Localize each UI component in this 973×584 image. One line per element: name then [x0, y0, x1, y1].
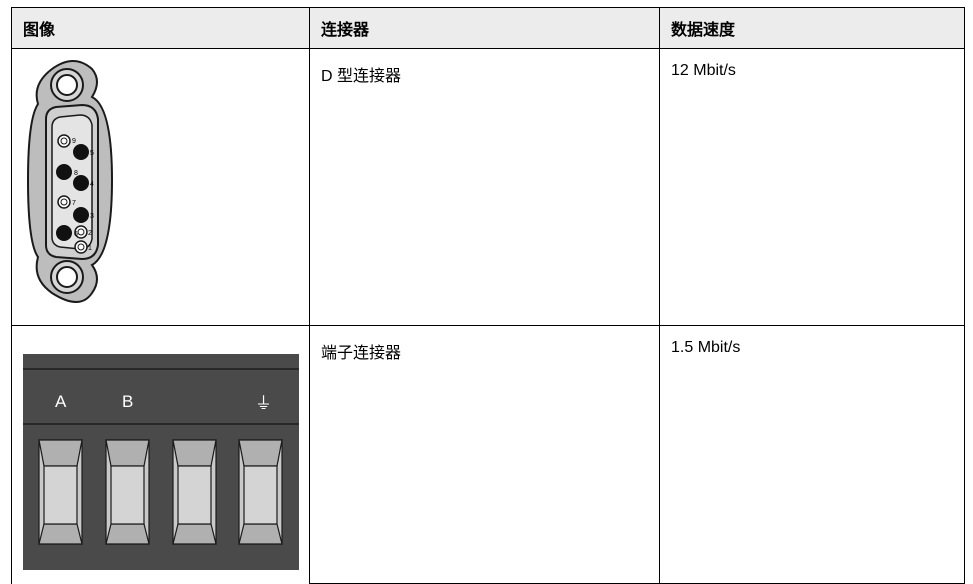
speed-cell: 12 Mbit/s — [659, 48, 965, 326]
pin-label-3: 3 — [90, 213, 94, 220]
table-header-row: 图像 连接器 数据速度 — [11, 7, 965, 49]
table-row: A B ⏚ — [11, 325, 965, 584]
header-image: 图像 — [11, 7, 310, 49]
pin-label-4: 4 — [90, 181, 94, 188]
speed-cell: 1.5 Mbit/s — [659, 325, 965, 584]
pin-label-2: 2 — [88, 230, 92, 237]
pin-label-1: 1 — [88, 245, 92, 252]
connector-cell: D 型连接器 — [309, 48, 660, 326]
pin-label-7: 7 — [72, 200, 76, 207]
table-row: 9 5 8 4 7 3 2 6 1 D 型连接器 12 Mbit/s — [11, 48, 965, 326]
ground-symbol-icon: ⏚ — [255, 394, 272, 413]
pin-label-8: 8 — [74, 170, 78, 177]
header-connector: 连接器 — [309, 7, 660, 49]
pin-label-5: 5 — [90, 150, 94, 157]
terminal-block-connector-icon: A B ⏚ — [23, 354, 299, 570]
image-cell: A B ⏚ — [11, 325, 310, 584]
terminal-label-a: A — [55, 392, 67, 411]
terminal-label-b: B — [122, 392, 133, 411]
pin-label-9: 9 — [72, 138, 76, 145]
image-cell: 9 5 8 4 7 3 2 6 1 — [11, 48, 310, 326]
pin-label-6: 6 — [74, 231, 78, 238]
connector-cell: 端子连接器 — [309, 325, 660, 584]
header-data-speed: 数据速度 — [659, 7, 965, 49]
d-sub-9-pin-connector-icon: 9 5 8 4 7 3 2 6 1 — [26, 60, 114, 303]
connector-spec-table: 图像 连接器 数据速度 — [11, 7, 965, 584]
